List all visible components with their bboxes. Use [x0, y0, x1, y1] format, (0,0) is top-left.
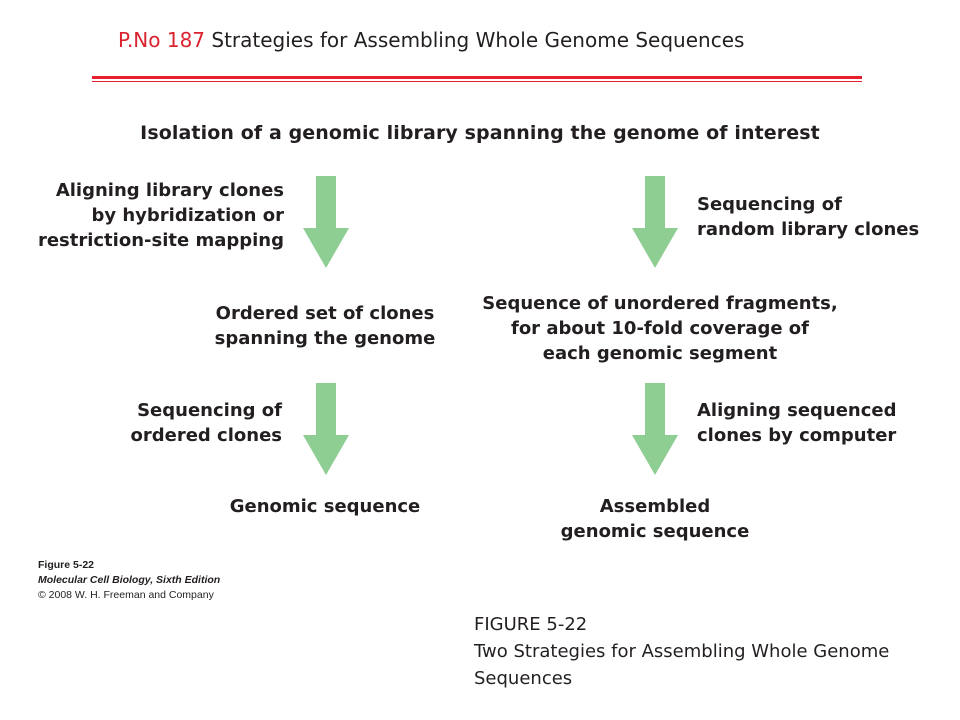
- left-step2-label: Sequencing of ordered clones: [130, 400, 282, 446]
- credit-copyright: © 2008 W. H. Freeman and Company: [38, 589, 214, 601]
- credit-figure-number: Figure 5-22: [38, 559, 95, 571]
- left-intermediate: Ordered set of clones spanning the genom…: [214, 303, 436, 349]
- page-reference: P.No 187: [118, 28, 206, 52]
- slide-title: P.No 187 Strategies for Assembling Whole…: [118, 26, 744, 54]
- left-arrow-1-icon: [303, 176, 349, 268]
- caption-text: Two Strategies for Assembling Whole Geno…: [474, 641, 890, 689]
- right-intermediate: Sequence of unordered fragments, for abo…: [482, 293, 838, 364]
- credit-book-title: Molecular Cell Biology, Sixth Edition: [38, 574, 221, 586]
- figure-heading: Isolation of a genomic library spanning …: [140, 122, 820, 144]
- right-arrow-2-icon: [632, 383, 678, 475]
- slide-title-text: Strategies for Assembling Whole Genome S…: [211, 28, 745, 52]
- left-step1-label: Aligning library clones by hybridization…: [37, 180, 284, 251]
- figure-caption: FIGURE 5-22 Two Strategies for Assemblin…: [474, 611, 944, 692]
- figure-credit: Figure 5-22 Molecular Cell Biology, Sixt…: [38, 558, 220, 603]
- title-divider-thin: [92, 81, 862, 82]
- right-result: Assembled genomic sequence: [560, 496, 750, 542]
- right-step2-label: Aligning sequenced clones by computer: [697, 400, 897, 446]
- right-step1-label: Sequencing of random library clones: [697, 194, 920, 240]
- caption-label: FIGURE 5-22: [474, 614, 588, 635]
- left-result: Genomic sequence: [229, 496, 421, 517]
- title-divider-thick: [92, 76, 862, 79]
- right-arrow-1-icon: [632, 176, 678, 268]
- left-arrow-2-icon: [303, 383, 349, 475]
